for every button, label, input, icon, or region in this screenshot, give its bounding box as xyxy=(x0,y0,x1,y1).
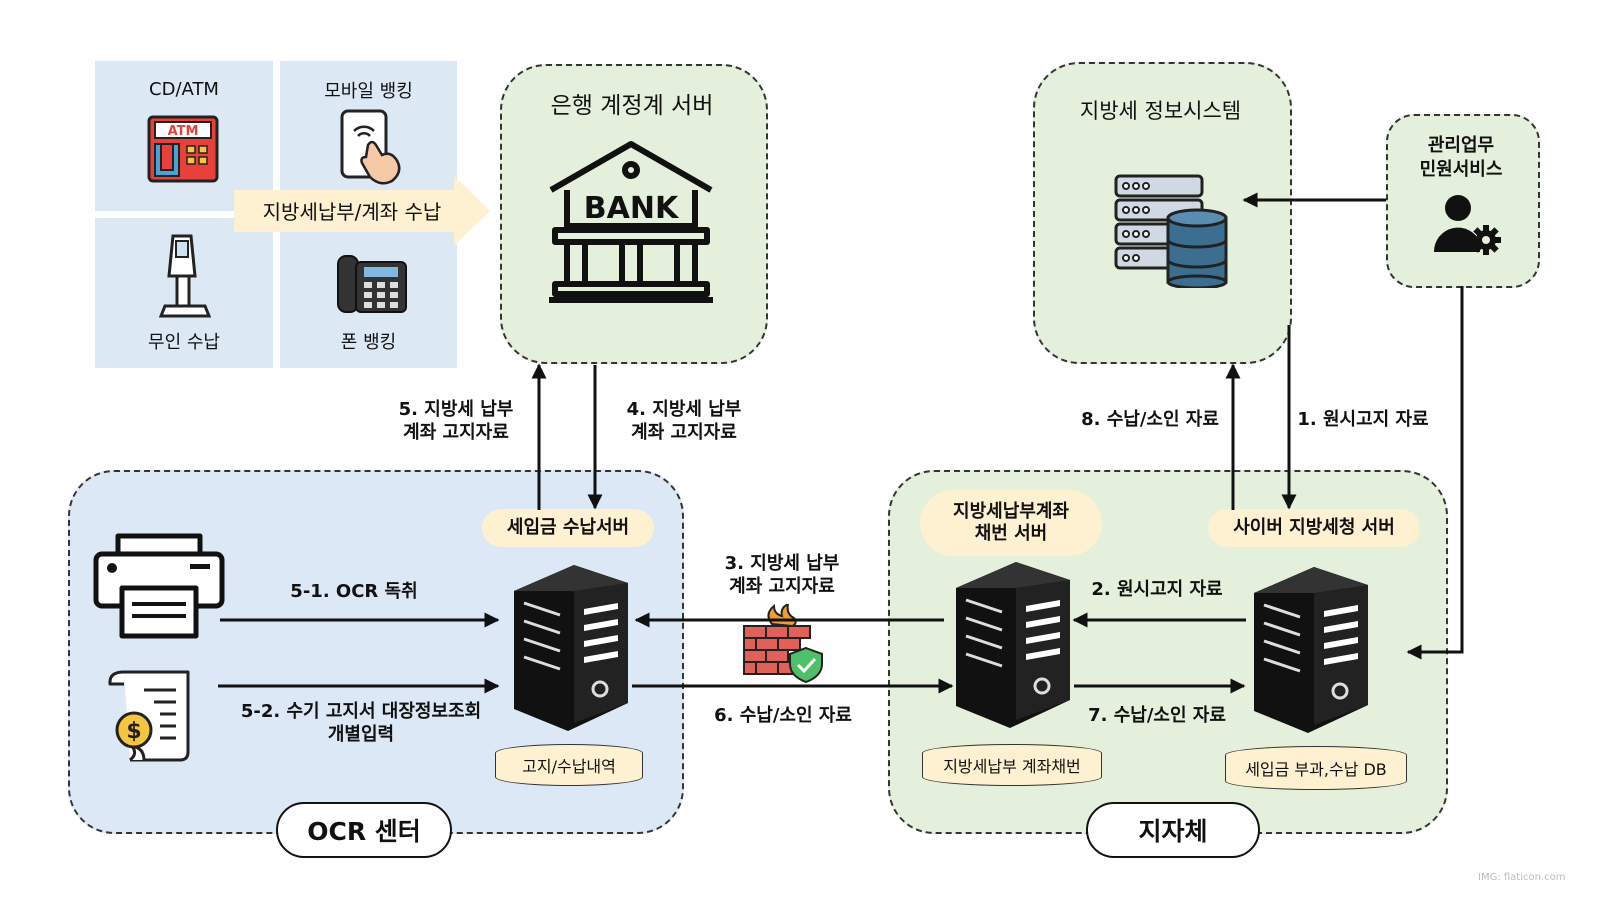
municipality-tag: 지자체 xyxy=(1086,802,1260,858)
flow-4-label: 4. 지방세 납부 계좌 고지자료 xyxy=(614,398,754,445)
svg-text:$: $ xyxy=(126,719,141,744)
channel-mobile-label: 모바일 뱅킹 xyxy=(324,81,413,102)
flow-4-label-line2: 계좌 고지자료 xyxy=(631,422,737,444)
flow-52-label: 5-2. 수기 고지서 대장정보조회 개별입력 xyxy=(228,700,494,747)
flow-52-label-line2: 개별입력 xyxy=(327,724,395,746)
flow-7-label: 7. 수납/소인 자료 xyxy=(1088,705,1226,726)
atm-sign-text: ATM xyxy=(168,124,199,139)
payment-channel-arrow xyxy=(234,176,490,246)
flow-51-label: 5-1. OCR 독취 xyxy=(290,581,418,602)
flow-5-label: 5. 지방세 납부 계좌 고지자료 xyxy=(386,398,526,445)
bank-sign-text: BANK xyxy=(584,191,680,226)
flow-5-label-line2: 계좌 고지자료 xyxy=(403,422,509,444)
printer-icon xyxy=(93,533,225,639)
admin-title-line2: 민원서비스 xyxy=(1419,159,1503,180)
mobile-touch-icon xyxy=(340,109,401,185)
flow-3-label: 3. 지방세 납부 계좌 고지자료 xyxy=(712,552,852,599)
account-number-db: 지방세납부 계좌채번 xyxy=(922,744,1102,786)
admin-to-cyber-line xyxy=(1406,286,1464,660)
revenue-collection-server-icon xyxy=(514,565,628,731)
channel-phone-label: 폰 뱅킹 xyxy=(340,332,397,353)
flow-3-label-line2: 계좌 고지자료 xyxy=(729,576,835,598)
account-number-server-label: 지방세납부계좌 채번 서버 xyxy=(920,490,1102,556)
image-credit: IMG: flaticon.com xyxy=(1478,872,1566,883)
database-server-icon xyxy=(1114,174,1228,288)
channel-tile-atm: CD/ATM ATM xyxy=(95,61,273,211)
notice-payment-history-db: 고지/수납내역 xyxy=(495,744,643,786)
flow-8-label: 8. 수납/소인 자료 xyxy=(1081,409,1219,430)
flow-2-label: 2. 원시고지 자료 xyxy=(1091,579,1223,600)
desk-phone-icon xyxy=(337,255,407,313)
firewall-icon xyxy=(743,604,823,684)
tax-levy-payment-db: 세입금 부과,수납 DB xyxy=(1225,746,1407,790)
flow-5-label-line1: 5. 지방세 납부 xyxy=(398,399,514,420)
ocr-center-tag: OCR 센터 xyxy=(276,802,452,858)
channel-tile-mobile: 모바일 뱅킹 xyxy=(280,61,457,211)
account-number-server-icon xyxy=(956,562,1070,728)
kiosk-icon xyxy=(159,234,211,318)
flow-6-label: 6. 수납/소인 자료 xyxy=(714,705,852,726)
flow-3-label-line1: 3. 지방세 납부 xyxy=(724,553,840,574)
channel-tile-kiosk: 무인 수납 xyxy=(95,218,273,368)
channel-tile-phone: 폰 뱅킹 xyxy=(280,218,457,368)
payment-channel-arrow-label: 지방세납부/계좌 수납 xyxy=(262,200,442,224)
cyber-local-tax-server-icon xyxy=(1254,567,1368,733)
channel-atm-label: CD/ATM xyxy=(149,79,219,100)
user-settings-icon xyxy=(1433,195,1501,255)
invoice-receipt-icon: $ xyxy=(108,670,190,762)
local-tax-system-title: 지방세 정보시스템 xyxy=(1079,99,1242,123)
cyber-local-tax-server-label: 사이버 지방세청 서버 xyxy=(1208,509,1420,547)
flow-4-label-line1: 4. 지방세 납부 xyxy=(626,399,742,420)
bank-icon: BANK xyxy=(549,141,713,303)
revenue-collection-server-label: 세입금 수납서버 xyxy=(482,509,654,547)
flow-52-label-line1: 5-2. 수기 고지서 대장정보조회 xyxy=(240,701,482,722)
flow-1-label: 1. 원시고지 자료 xyxy=(1297,409,1429,430)
admin-title-line1: 관리업무 xyxy=(1427,135,1495,156)
account-number-server-line1: 지방세납부계좌 xyxy=(953,500,1069,522)
channel-kiosk-label: 무인 수납 xyxy=(148,332,220,353)
bank-server-title: 은행 계정계 서버 xyxy=(550,93,714,119)
bank-server-region xyxy=(500,64,768,364)
atm-icon: ATM xyxy=(147,115,219,183)
account-number-server-line2: 채번 서버 xyxy=(974,523,1048,544)
